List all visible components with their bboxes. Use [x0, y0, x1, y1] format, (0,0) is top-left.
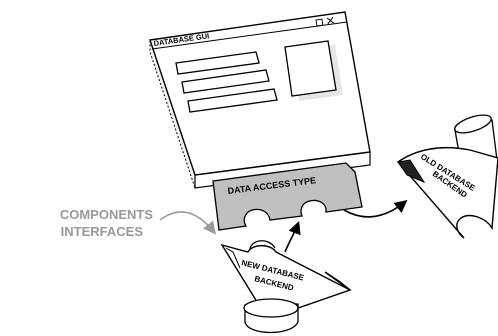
database-gui-window: DATABASE GUI [149, 11, 371, 189]
text-field-1[interactable] [175, 51, 260, 75]
old-database-backend: OLD DATABASE BACKEND [396, 114, 498, 239]
image-placeholder [284, 40, 337, 97]
arrow-to-data-access [284, 221, 301, 253]
close-icon[interactable] [326, 16, 335, 25]
data-access-type-connector: DATA ACCESS TYPE [212, 162, 363, 231]
text-field-3[interactable] [187, 88, 278, 113]
arrow-to-old-backend [343, 200, 408, 218]
components-interfaces-label-1: COMPONENTS [60, 207, 154, 222]
components-interfaces-label-2: INTERFACES [61, 224, 144, 239]
text-field-2[interactable] [181, 69, 270, 94]
minimize-icon[interactable] [315, 18, 324, 27]
new-database-backend: NEW DATABASE BACKEND [220, 240, 352, 334]
components-interfaces-pointer [159, 211, 216, 235]
